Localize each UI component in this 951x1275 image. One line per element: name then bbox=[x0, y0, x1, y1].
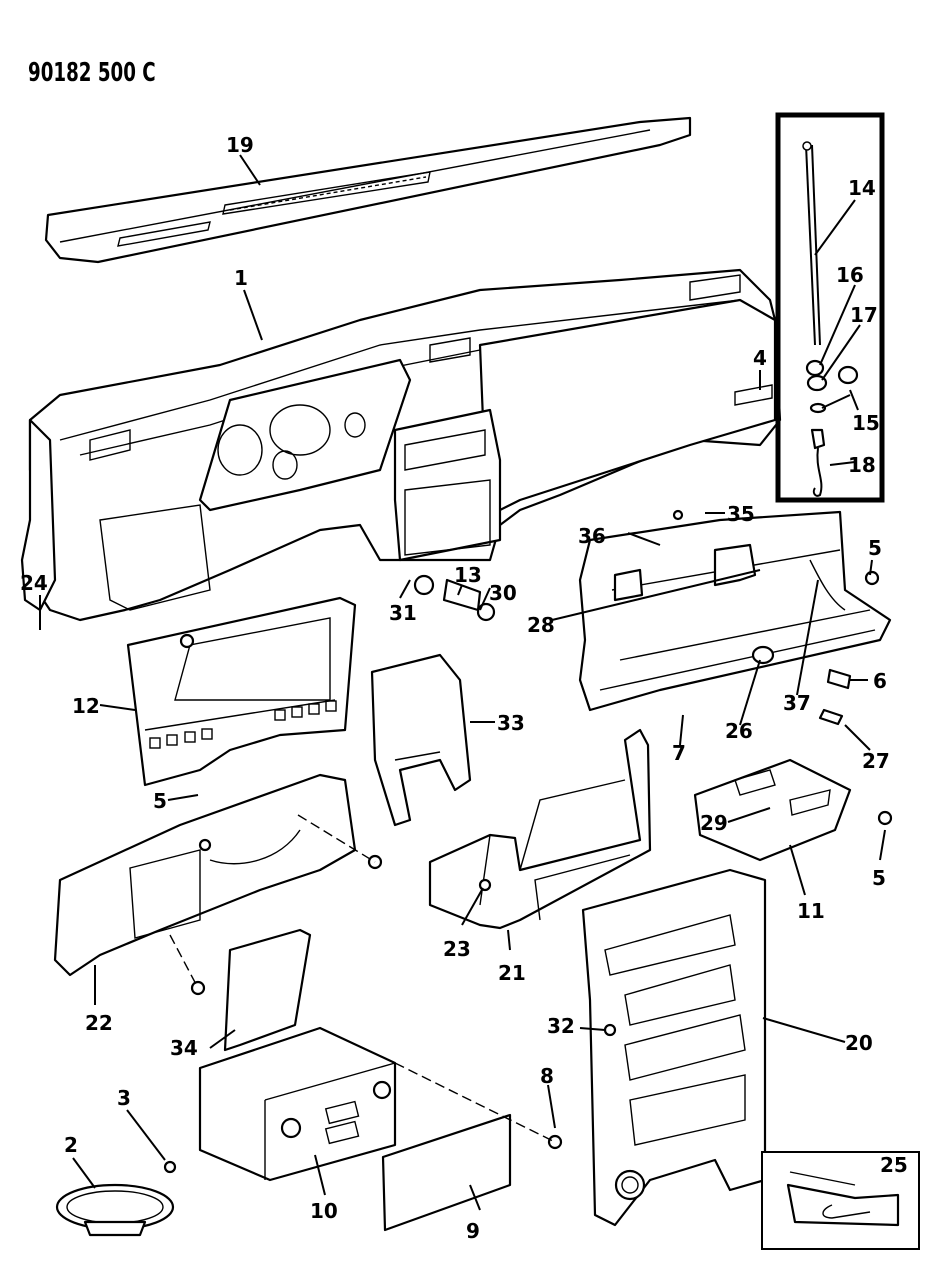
callout-28: 28 bbox=[527, 613, 555, 637]
callout-14: 14 bbox=[848, 176, 876, 200]
callout-labels: 19 1 14 16 17 15 18 4 35 36 5 28 6 37 26… bbox=[20, 133, 908, 1243]
callout-27: 27 bbox=[862, 749, 890, 773]
callout-2: 2 bbox=[64, 1133, 78, 1157]
callout-12: 12 bbox=[72, 694, 100, 718]
console-bezel-20 bbox=[581, 868, 767, 1227]
callout-23: 23 bbox=[443, 937, 471, 961]
lower-trim-panel-22 bbox=[53, 773, 357, 977]
callout-35: 35 bbox=[727, 502, 755, 526]
speaker-2 bbox=[55, 1183, 175, 1237]
callout-20: 20 bbox=[845, 1031, 873, 1055]
callout-33: 33 bbox=[497, 711, 525, 735]
callout-6: 6 bbox=[873, 669, 887, 693]
cluster-bezel-12 bbox=[126, 596, 357, 787]
callout-5a: 5 bbox=[868, 536, 882, 560]
callout-9: 9 bbox=[466, 1219, 480, 1243]
callout-5c: 5 bbox=[153, 789, 167, 813]
document-id: 90182 500 C bbox=[28, 58, 156, 88]
callout-31: 31 bbox=[389, 601, 417, 625]
callout-15: 15 bbox=[852, 411, 880, 435]
callout-13: 13 bbox=[454, 563, 482, 587]
callout-3: 3 bbox=[117, 1086, 131, 1110]
callout-32: 32 bbox=[547, 1014, 575, 1038]
callout-4: 4 bbox=[753, 346, 767, 370]
callout-37: 37 bbox=[783, 691, 811, 715]
callout-11: 11 bbox=[797, 899, 825, 923]
radio-blank-plate-9 bbox=[381, 1113, 512, 1232]
latch-inset-25 bbox=[761, 1151, 920, 1250]
hardware bbox=[163, 509, 893, 1174]
glove-box-assembly bbox=[578, 510, 892, 712]
callout-25: 25 bbox=[880, 1153, 908, 1177]
instrument-panel-1 bbox=[20, 268, 782, 622]
radio-10 bbox=[198, 1026, 397, 1182]
callout-36: 36 bbox=[578, 524, 606, 548]
callout-5b: 5 bbox=[872, 866, 886, 890]
defroster-panel-19 bbox=[44, 116, 692, 264]
callout-30: 30 bbox=[489, 581, 517, 605]
knee-bolster-34 bbox=[223, 928, 312, 1052]
antenna-inset bbox=[775, 112, 885, 503]
center-bracket-33 bbox=[370, 653, 472, 827]
callout-1: 1 bbox=[234, 266, 248, 290]
callout-19: 19 bbox=[226, 133, 254, 157]
callout-34: 34 bbox=[170, 1036, 198, 1060]
callout-26: 26 bbox=[725, 719, 753, 743]
ash-tray-11 bbox=[693, 758, 852, 862]
callout-29: 29 bbox=[700, 811, 728, 835]
callout-24: 24 bbox=[20, 571, 48, 595]
callout-16: 16 bbox=[836, 263, 864, 287]
leader-lines bbox=[39, 154, 886, 1211]
center-support-21 bbox=[428, 728, 652, 930]
callout-21: 21 bbox=[498, 961, 526, 985]
callout-22: 22 bbox=[85, 1011, 113, 1035]
callout-7: 7 bbox=[672, 741, 686, 765]
callout-17: 17 bbox=[850, 303, 878, 327]
callout-8: 8 bbox=[540, 1064, 554, 1088]
callout-18: 18 bbox=[848, 453, 876, 477]
callout-10: 10 bbox=[310, 1199, 338, 1223]
